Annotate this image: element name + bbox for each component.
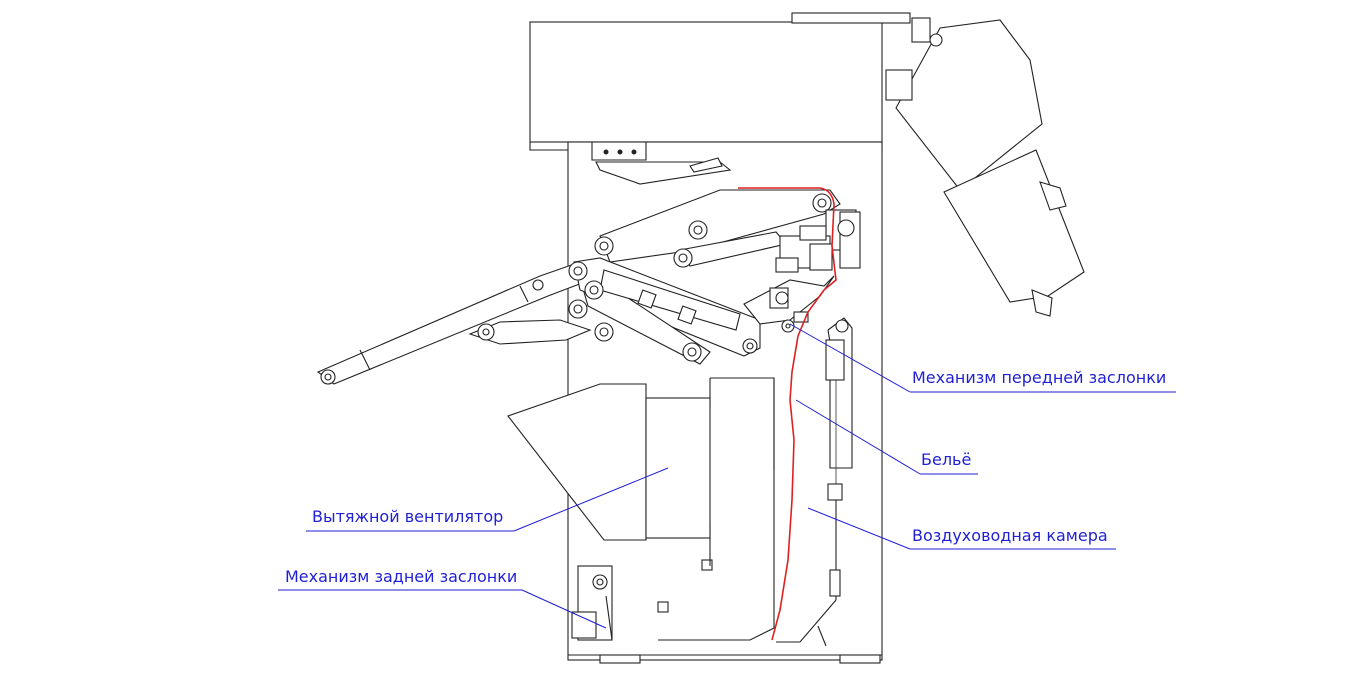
label-linen: Бельё — [921, 450, 972, 469]
air-chamber-duct — [776, 317, 853, 647]
label-front-flap-mechanism: Механизм передней заслонки — [912, 368, 1167, 387]
leader-exhaust-fan — [513, 467, 669, 532]
leader-rear-flap — [521, 589, 607, 629]
exhaust-fan — [507, 383, 711, 541]
label-exhaust-fan: Вытяжной вентилятор — [312, 507, 504, 526]
feed-arm-upper — [594, 189, 841, 268]
front-flap-assembly — [743, 209, 861, 333]
label-rear-flap-mechanism: Механизм задней заслонки — [285, 567, 518, 586]
top-housing — [529, 12, 911, 151]
side-hood — [885, 17, 1085, 317]
inner-chamber — [657, 377, 775, 641]
label-air-chamber: Воздуховодная камера — [912, 526, 1108, 545]
top-bracket — [591, 142, 732, 185]
conveyor-arm — [568, 257, 761, 365]
feed-arm-long — [316, 261, 592, 385]
leader-linen — [795, 399, 921, 475]
rear-flap-assembly — [571, 565, 613, 641]
linen-path — [738, 187, 837, 641]
leader-front-flap — [789, 323, 911, 393]
leader-air-chamber — [807, 507, 911, 550]
